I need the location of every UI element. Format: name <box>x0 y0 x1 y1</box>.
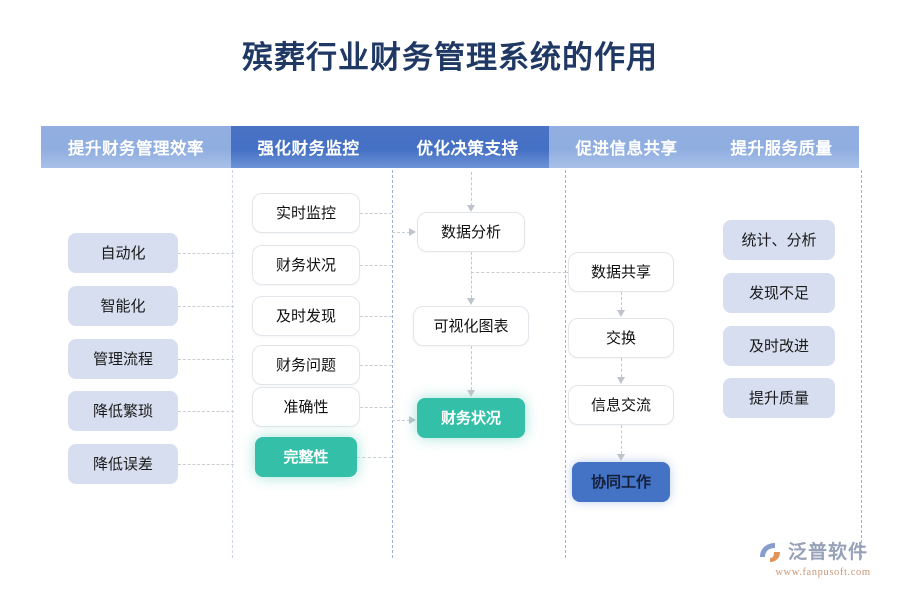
connector-jiaohuan-xinxi <box>621 358 622 377</box>
node-faxianbuzu[interactable]: 发现不足 <box>723 273 835 313</box>
connector-c1-3 <box>178 359 234 360</box>
header-cell-5[interactable]: 提升服务质量 <box>704 126 859 168</box>
node-keshihuatubiao[interactable]: 可视化图表 <box>413 306 529 346</box>
column-divider-1 <box>232 170 233 558</box>
connector-c2-3 <box>360 316 392 317</box>
node-tishengzhiliang[interactable]: 提升质量 <box>723 378 835 418</box>
arrowhead-header-to-shujufenxi <box>466 205 475 212</box>
node-jiangdifansuo[interactable]: 降低繁琐 <box>68 391 178 431</box>
connector-c2-1 <box>360 213 392 214</box>
arrowhead-xietonggongzuo <box>616 454 625 461</box>
arrowhead-shujufenxi <box>409 227 416 236</box>
header-band: 提升财务管理效率 强化财务监控 优化决策支持 促进信息共享 提升服务质量 <box>35 122 865 178</box>
header-cell-1[interactable]: 提升财务管理效率 <box>41 126 231 168</box>
connector-c2-6 <box>357 457 392 458</box>
connector-c2-4 <box>360 365 392 366</box>
header-cell-2[interactable]: 强化财务监控 <box>231 126 386 168</box>
connector-c1-4 <box>178 411 234 412</box>
column-divider-3 <box>565 170 566 558</box>
arrowhead-caiwuzhuangkuang <box>409 415 416 424</box>
node-tongjifenxi[interactable]: 统计、分析 <box>723 220 835 260</box>
connector-branch-to-shujugongxiang <box>471 272 571 273</box>
column-divider-4 <box>861 170 862 558</box>
node-zhunquexing[interactable]: 准确性 <box>252 387 360 427</box>
node-shujufenxi[interactable]: 数据分析 <box>417 212 525 252</box>
node-shishijiankong[interactable]: 实时监控 <box>252 193 360 233</box>
arrowhead-xinxijiaoliu <box>616 377 625 384</box>
node-jiaohuan[interactable]: 交换 <box>568 318 674 358</box>
node-jiangdiwucha[interactable]: 降低误差 <box>68 444 178 484</box>
connector-to-shujufenxi <box>392 232 410 233</box>
connector-gongxiang-jiaohuan <box>621 292 622 310</box>
connector-c1-5 <box>178 464 234 465</box>
connector-c2-2 <box>360 265 392 266</box>
page-title: 殡葬行业财务管理系统的作用 <box>242 40 658 75</box>
header-cell-3[interactable]: 优化决策支持 <box>386 126 549 168</box>
connector-keshihua-caiwu <box>471 346 472 390</box>
connector-shujufenxi-keshihua <box>471 252 472 298</box>
arrowhead-keshihua <box>466 298 475 305</box>
node-caiwuwenti[interactable]: 财务问题 <box>252 345 360 385</box>
node-zidonghua[interactable]: 自动化 <box>68 233 178 273</box>
watermark-logo: 泛普软件 www.fanpusoft.com <box>758 540 888 586</box>
arrowhead-jiaohuan <box>616 310 625 317</box>
node-caiwuzhuangkuang-col2[interactable]: 财务状况 <box>252 245 360 285</box>
node-jishigaijin[interactable]: 及时改进 <box>723 326 835 366</box>
header-cell-4[interactable]: 促进信息共享 <box>549 126 704 168</box>
connector-c1-2 <box>178 306 234 307</box>
connector-c2-5 <box>360 407 392 408</box>
node-caiwuzhuangkuang-col3[interactable]: 财务状况 <box>417 398 525 438</box>
node-xietonggongzuo[interactable]: 协同工作 <box>572 462 670 502</box>
watermark-url: www.fanpusoft.com <box>775 567 871 578</box>
node-shujugongxiang[interactable]: 数据共享 <box>568 252 674 292</box>
watermark-brand: 泛普软件 <box>788 542 869 563</box>
node-zhinenghua[interactable]: 智能化 <box>68 286 178 326</box>
connector-header-to-shujufenxi <box>471 172 472 206</box>
node-guanliliucheng[interactable]: 管理流程 <box>68 339 178 379</box>
connector-xinxi-xietong <box>621 425 622 454</box>
column-divider-2 <box>392 170 393 558</box>
node-jishifaxian[interactable]: 及时发现 <box>252 296 360 336</box>
connector-to-caiwuzhuangkuang <box>392 420 410 421</box>
node-xinxijiaoliu[interactable]: 信息交流 <box>568 385 674 425</box>
arrowhead-caiwu-col3 <box>466 390 475 397</box>
node-wanzhengxing[interactable]: 完整性 <box>255 437 357 477</box>
connector-c1-1 <box>178 253 234 254</box>
fanpu-logo-icon <box>758 540 784 566</box>
